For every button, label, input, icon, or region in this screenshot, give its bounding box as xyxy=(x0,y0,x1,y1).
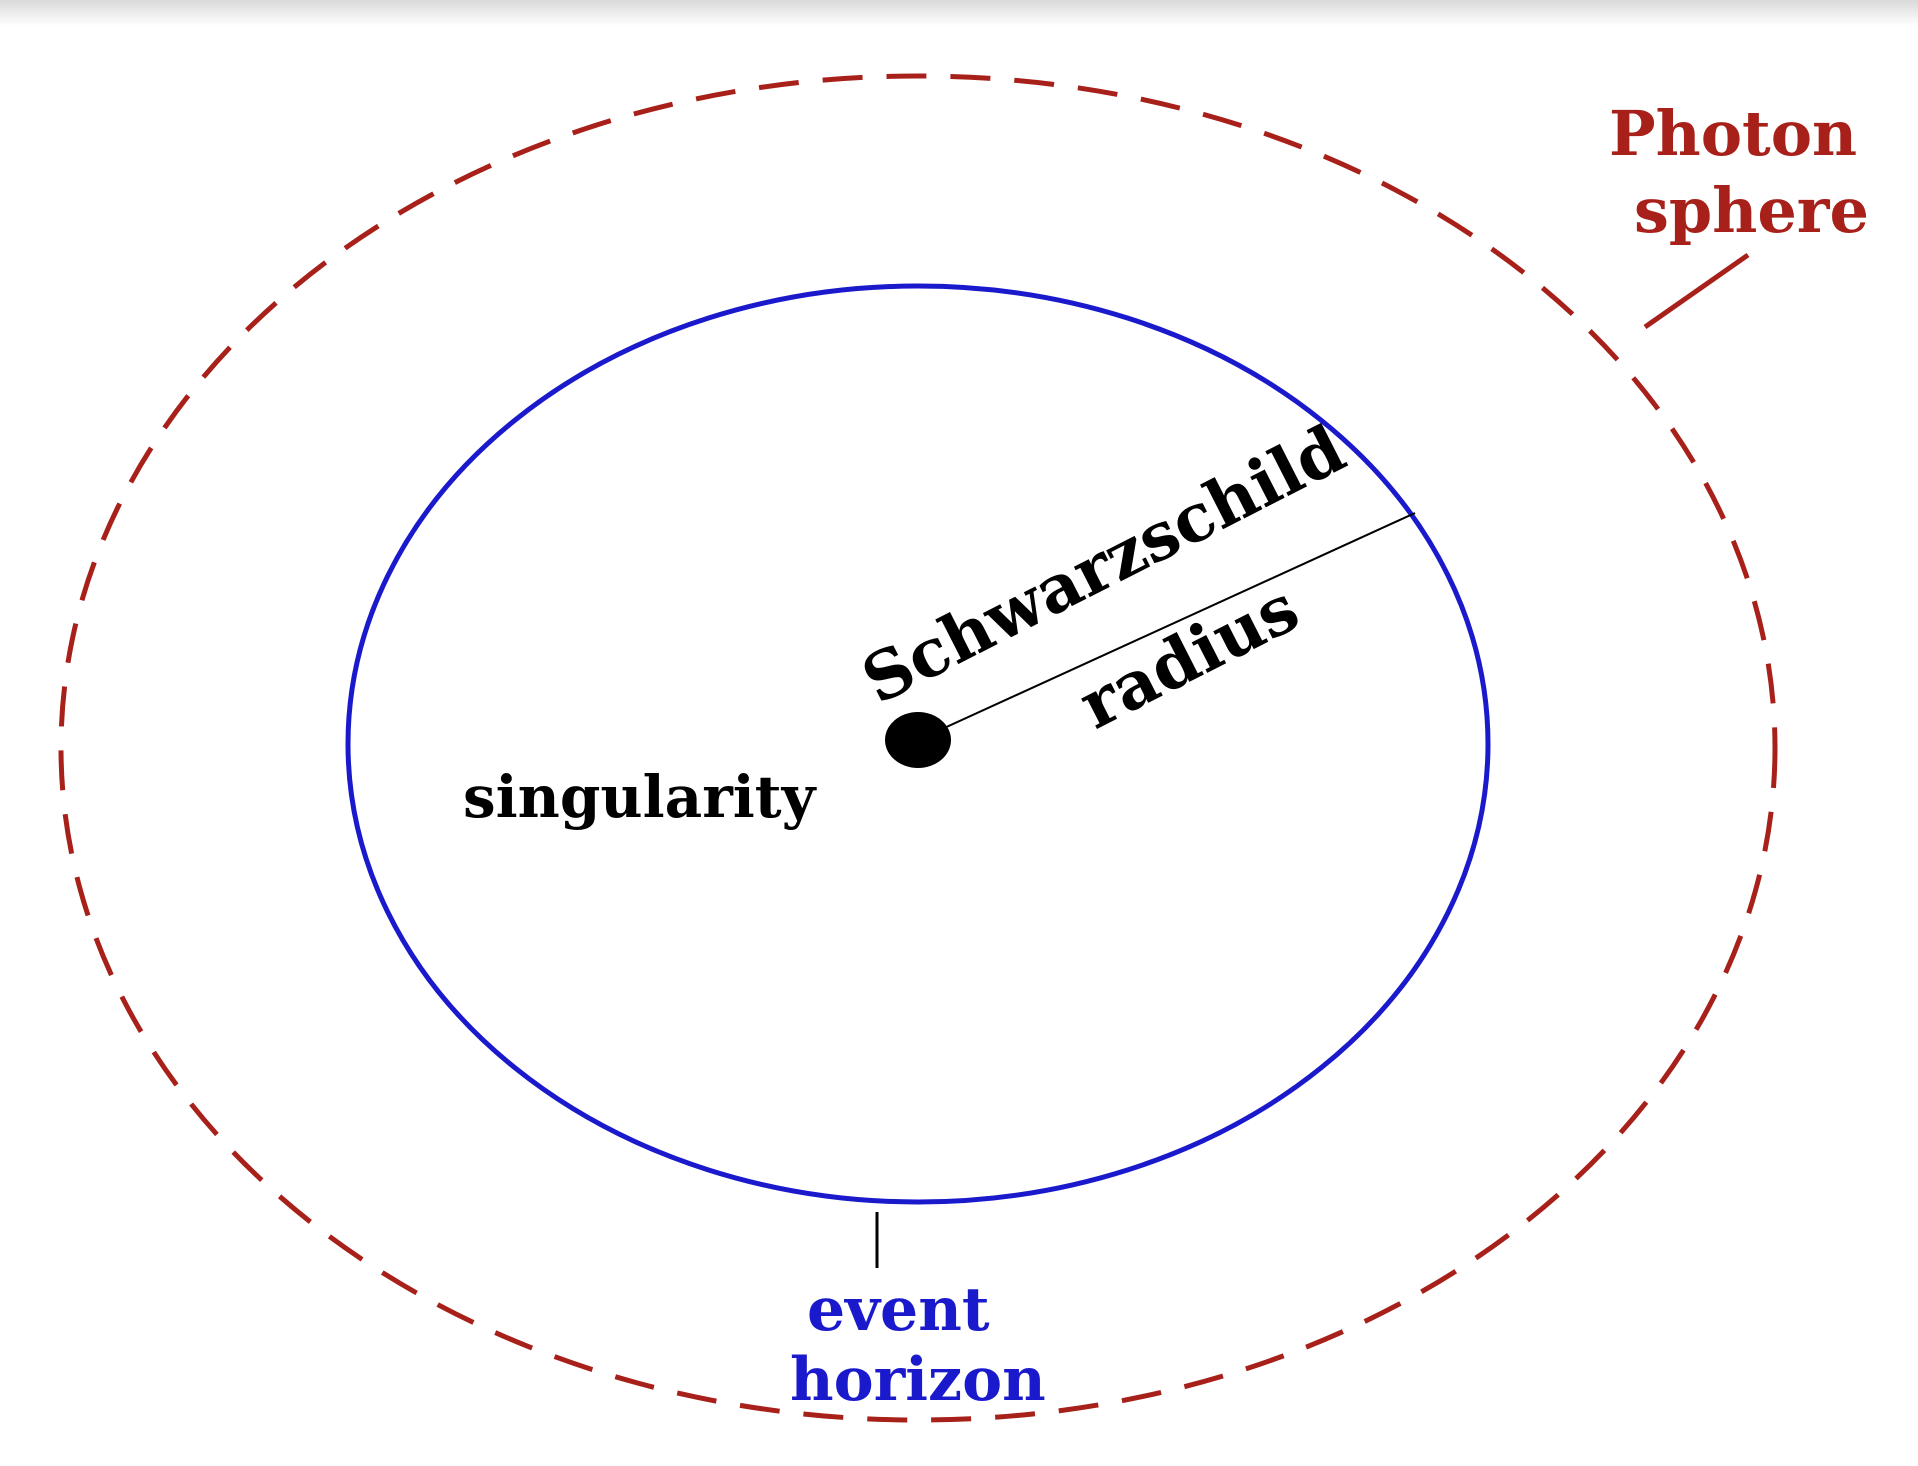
photon-sphere-label-line2: sphere xyxy=(1634,174,1869,247)
radius-line xyxy=(917,512,1416,741)
singularity-label: singularity xyxy=(463,763,818,831)
event-horizon-circle xyxy=(345,283,1491,1205)
photon-sphere-pointer xyxy=(1643,252,1750,330)
photon-sphere-circle xyxy=(58,73,1778,1423)
event-horizon-label-line2: horizon xyxy=(790,1345,1046,1415)
photon-sphere-label-line1: Photon xyxy=(1609,97,1857,170)
top-shade xyxy=(0,0,1918,26)
singularity-dot xyxy=(885,712,951,768)
event-horizon-label-line1: event xyxy=(807,1275,990,1345)
